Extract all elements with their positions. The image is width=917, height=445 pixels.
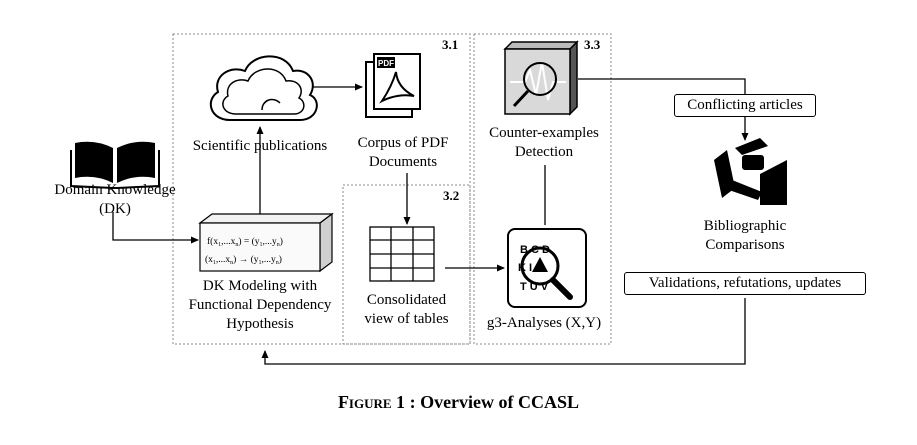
section-3-2-box xyxy=(342,184,471,345)
pdf-icon-label: PDF xyxy=(378,59,394,68)
caption-text: Overview of CCASL xyxy=(420,392,580,412)
validations-box: Validations, refutations, updates xyxy=(624,272,866,295)
figure-label: Figure 1 xyxy=(337,392,406,412)
caption-separator: : xyxy=(405,392,421,412)
figure-caption: Figure 1 : Overview of CCASL xyxy=(0,392,917,413)
book-icon xyxy=(70,141,160,189)
section-3-3-label: 3.3 xyxy=(584,37,601,52)
dk-modeling-label: DK Modeling with Functional Dependency H… xyxy=(188,278,332,332)
consolidated-view-label: Consolidated view of tables xyxy=(364,292,449,327)
corpus-pdf-label: Corpus of PDF Documents xyxy=(357,135,449,170)
bibliographic-comparisons-label: Bibliographic Comparisons xyxy=(703,218,787,253)
pdf-document-icon: PDF xyxy=(365,53,421,118)
cloud-icon xyxy=(209,55,318,121)
officer-reading-icon xyxy=(714,138,787,205)
section-3-1-box xyxy=(172,33,471,345)
svg-text:(x1,...xn) → (y1,...yn): (x1,...xn) → (y1,...yn) xyxy=(205,254,282,266)
counter-examples-label: Counter-examples Detection xyxy=(489,125,599,160)
svg-text:f(x1,...xn) = (y1,...yn): f(x1,...xn) = (y1,...yn) xyxy=(207,236,283,248)
section-3-2-label: 3.2 xyxy=(443,188,460,203)
section-3-1-label: 3.1 xyxy=(442,37,459,52)
magnifier-letters-icon: B C D K I T U V xyxy=(507,228,587,308)
domain-knowledge-label: Domain Knowledge (DK) xyxy=(54,182,176,217)
scientific-publications-label: Scientific publications xyxy=(192,138,328,154)
section-3-3-box xyxy=(473,33,612,345)
svg-text:K I: K I xyxy=(518,262,532,274)
g3-analyses-label: g3-Analyses (X,Y) xyxy=(486,315,602,331)
connectors xyxy=(112,78,749,365)
conflicting-articles-box: Conflicting articles xyxy=(674,94,816,117)
table-grid-icon xyxy=(369,226,435,282)
hypothesis-box-icon: f(x1,...xn) = (y1,...yn) (x1,...xn) → (y… xyxy=(198,212,334,273)
waveform-cube-icon xyxy=(503,40,579,116)
